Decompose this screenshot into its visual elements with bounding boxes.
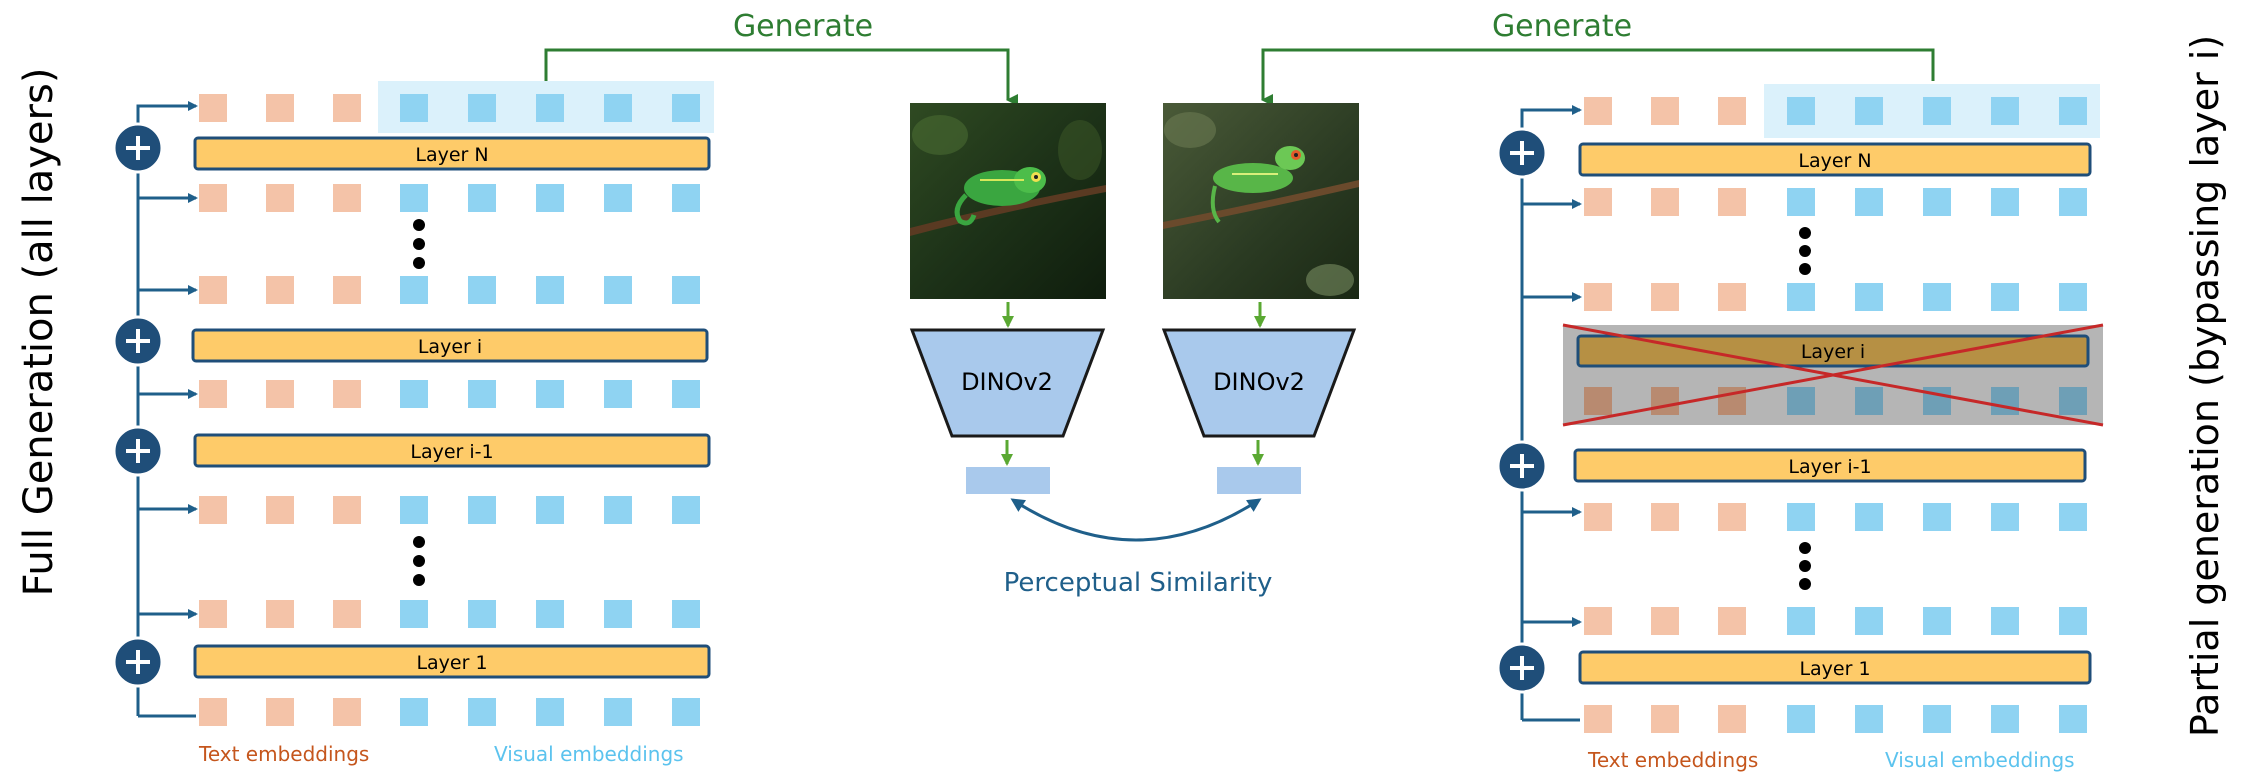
right-panel: Layer i Layer N Layer i-1 Layer 1 <box>1496 84 2104 772</box>
svg-text:Layer i: Layer i <box>418 336 482 358</box>
left-plus-icon-1 <box>112 636 164 688</box>
right-layer-i-label: Layer i <box>1801 341 1865 363</box>
right-token-row-3 <box>1584 283 2087 311</box>
feature-vector-right <box>1217 467 1301 494</box>
chameleon-image-partial <box>1163 103 1359 299</box>
right-token-row-5 <box>1584 503 2087 531</box>
center-panel: Generate Generate <box>544 9 1935 598</box>
left-layer-i-1: Layer i-1 <box>193 433 711 468</box>
left-token-row-bottom <box>199 698 700 726</box>
right-side-label: Partial generation (bypassing layer i) <box>2183 35 2227 737</box>
right-legend-visual-embeddings: Visual embeddings <box>1885 748 2075 772</box>
left-ellipsis-upper <box>413 219 425 269</box>
svg-text:Layer 1: Layer 1 <box>1799 658 1870 680</box>
generate-arrow-right <box>1261 48 1935 106</box>
bypassed-layer-block: Layer i <box>1562 323 2104 427</box>
left-layer-n: Layer N <box>193 136 711 171</box>
left-layer-i: Layer i <box>191 328 709 363</box>
left-token-row-5 <box>199 496 700 524</box>
bypassed-token-row <box>1584 387 2087 415</box>
right-ellipsis-upper <box>1799 227 1811 275</box>
dinov2-encoder-right: DINOv2 <box>1161 328 1357 438</box>
left-plus-icon-n <box>112 122 164 174</box>
left-legend-text-embeddings: Text embeddings <box>198 742 369 766</box>
left-token-row-top <box>199 94 700 122</box>
left-token-row-6 <box>199 600 700 628</box>
right-layer-i-1: Layer i-1 <box>1573 448 2087 483</box>
left-plus-icon-i <box>112 315 164 367</box>
right-ellipsis-lower <box>1799 542 1811 590</box>
svg-text:Layer N: Layer N <box>415 144 488 166</box>
perceptual-similarity-arrow <box>1010 498 1262 542</box>
right-legend-text-embeddings: Text embeddings <box>1587 748 1758 772</box>
svg-text:Layer N: Layer N <box>1798 150 1871 172</box>
svg-text:DINOv2: DINOv2 <box>961 368 1053 396</box>
svg-text:Layer i-1: Layer i-1 <box>1788 456 1871 478</box>
chameleon-image-full <box>910 103 1106 299</box>
svg-text:Layer i-1: Layer i-1 <box>410 441 493 463</box>
right-plus-icon-i-1 <box>1496 440 1548 492</box>
generate-label-left: Generate <box>733 9 873 44</box>
left-token-row-3 <box>199 276 700 304</box>
right-token-row-top <box>1584 97 2087 125</box>
generate-arrow-left <box>544 48 1018 106</box>
left-token-row-4 <box>199 380 700 408</box>
right-layer-1: Layer 1 <box>1578 650 2092 685</box>
left-panel: Layer N Layer i Layer i-1 Layer 1 <box>112 81 714 766</box>
left-token-row-2 <box>199 184 700 212</box>
left-plus-icon-i-1 <box>112 425 164 477</box>
right-plus-icon-1 <box>1496 642 1548 694</box>
feature-vector-left <box>966 467 1050 494</box>
left-ellipsis-lower <box>413 536 425 586</box>
right-plus-icon-n <box>1496 127 1548 179</box>
right-token-row-6 <box>1584 607 2087 635</box>
dinov2-encoder-left: DINOv2 <box>909 328 1106 438</box>
right-token-row-2 <box>1584 188 2087 216</box>
perceptual-similarity-label: Perceptual Similarity <box>1004 568 1273 598</box>
generate-label-right: Generate <box>1492 9 1632 44</box>
right-layer-n: Layer N <box>1578 142 2092 177</box>
svg-text:Layer 1: Layer 1 <box>416 652 487 674</box>
right-token-row-bottom <box>1584 705 2087 733</box>
left-layer-1: Layer 1 <box>193 644 711 679</box>
left-side-label: Full Generation (all layers) <box>16 68 62 597</box>
left-legend-visual-embeddings: Visual embeddings <box>494 742 684 766</box>
svg-text:DINOv2: DINOv2 <box>1213 368 1305 396</box>
